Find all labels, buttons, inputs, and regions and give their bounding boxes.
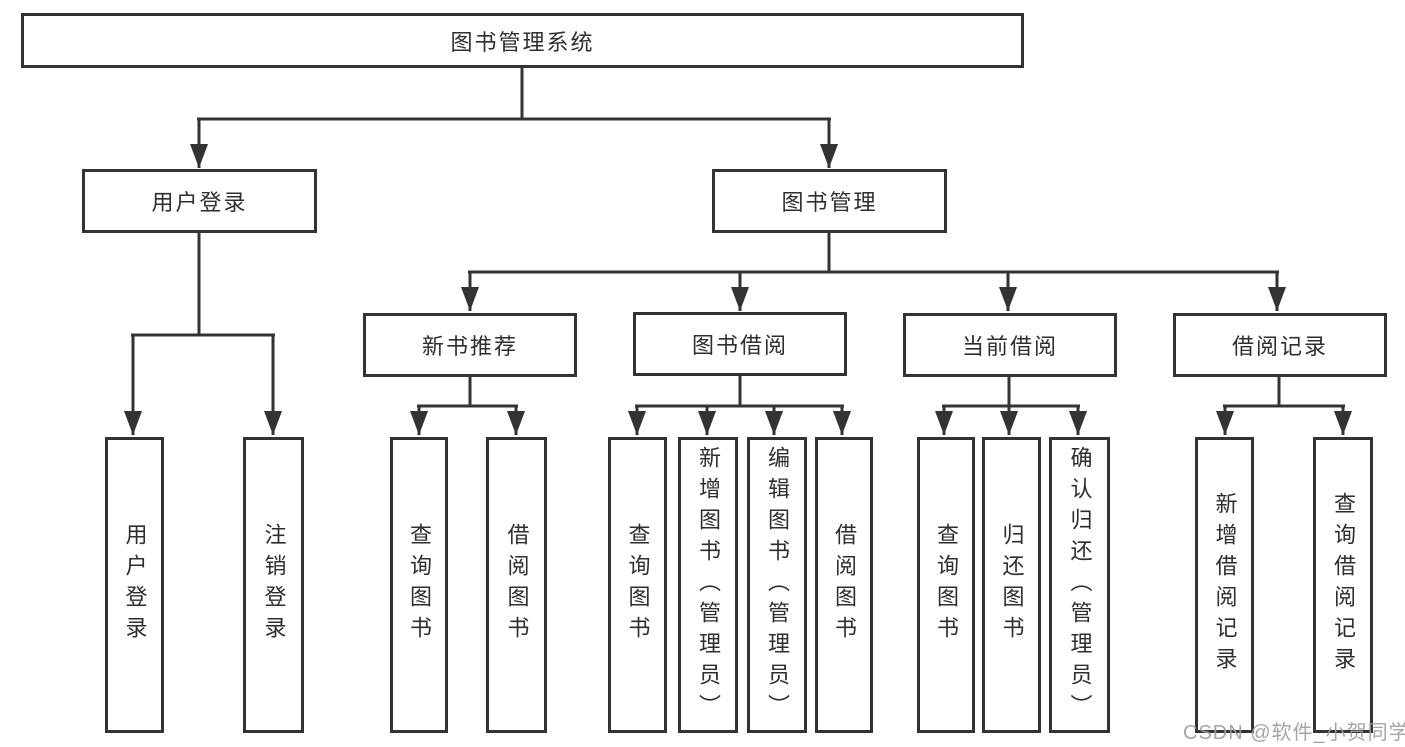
leaf-query-books-2: 查询图书 xyxy=(608,437,667,733)
leaf-return-book: 归还图书 xyxy=(982,437,1041,733)
leaf-add-borrow-record-label: 新增借阅记录 xyxy=(1212,492,1238,678)
leaf-borrow-books-2: 借阅图书 xyxy=(815,437,873,733)
leaf-add-borrow-record: 新增借阅记录 xyxy=(1195,437,1254,733)
leaf-user-login: 用户登录 xyxy=(105,437,164,733)
node-current-borrow: 当前借阅 xyxy=(903,313,1117,377)
leaf-edit-book-admin-label: 编辑图书（管理员） xyxy=(765,445,790,725)
node-borrow-record-label: 借阅记录 xyxy=(1231,334,1328,359)
current-borrow-children-connectors xyxy=(935,377,1087,435)
login-children-connectors xyxy=(124,233,282,435)
leaf-query-books-1-label: 查询图书 xyxy=(407,523,432,647)
leaf-edit-book-admin: 编辑图书（管理员） xyxy=(747,437,807,733)
node-new-book-recommend: 新书推荐 xyxy=(363,313,577,377)
leaf-confirm-return-admin: 确认归还（管理员） xyxy=(1049,437,1110,733)
leaf-add-book-admin-label: 新增图书（管理员） xyxy=(696,445,721,725)
leaf-borrow-books-1: 借阅图书 xyxy=(486,437,547,733)
node-current-borrow-label: 当前借阅 xyxy=(961,334,1058,359)
book-borrow-children-connectors xyxy=(628,376,851,435)
new-book-children-connectors xyxy=(410,377,525,435)
leaf-borrow-books-2-label: 借阅图书 xyxy=(832,523,857,647)
leaf-query-borrow-record: 查询借阅记录 xyxy=(1313,437,1373,733)
leaf-query-borrow-record-label: 查询借阅记录 xyxy=(1331,492,1356,678)
leaf-query-books-3-label: 查询图书 xyxy=(934,523,959,647)
node-root: 图书管理系统 xyxy=(21,13,1024,68)
leaf-logout-label: 注销登录 xyxy=(261,523,287,647)
csdn-watermark: CSDN @软件_小贺同学 xyxy=(1183,722,1405,744)
leaf-logout: 注销登录 xyxy=(243,437,304,733)
node-root-label: 图书管理系统 xyxy=(450,29,595,55)
management-children-connectors xyxy=(461,232,1286,311)
leaf-borrow-books-1-label: 借阅图书 xyxy=(504,523,530,647)
leaf-query-books-1: 查询图书 xyxy=(390,437,448,733)
node-book-management-label: 图书管理 xyxy=(781,190,878,215)
leaf-query-books-2-label: 查询图书 xyxy=(625,523,651,647)
leaf-confirm-return-admin-label: 确认归还（管理员） xyxy=(1067,445,1093,725)
node-new-book-recommend-label: 新书推荐 xyxy=(421,334,518,359)
node-book-borrow-label: 图书借阅 xyxy=(691,333,788,358)
leaf-add-book-admin: 新增图书（管理员） xyxy=(678,437,738,733)
node-borrow-record: 借阅记录 xyxy=(1173,313,1387,377)
leaf-user-login-label: 用户登录 xyxy=(122,523,148,647)
node-user-login-label: 用户登录 xyxy=(151,190,248,215)
node-book-borrow: 图书借阅 xyxy=(633,312,847,376)
leaf-query-books-3: 查询图书 xyxy=(917,437,975,733)
borrow-record-children-connectors xyxy=(1216,377,1352,435)
leaf-return-book-label: 归还图书 xyxy=(999,523,1025,647)
node-book-management: 图书管理 xyxy=(712,169,947,233)
node-user-login: 用户登录 xyxy=(82,169,317,233)
root-to-level2-connectors xyxy=(190,68,838,168)
